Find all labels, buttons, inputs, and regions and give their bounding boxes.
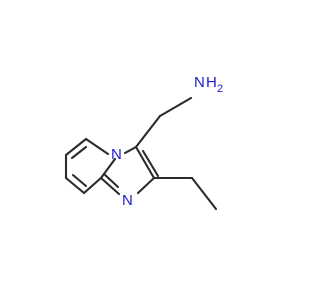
bond-c7-c8 — [64, 176, 86, 195]
bond-c8-c8a — [82, 176, 103, 195]
bond-n1-c8a-double — [102, 172, 120, 189]
bond-c3-c2 — [134, 145, 156, 180]
bond-n1-c8a — [99, 176, 121, 196]
bond-n4-c3 — [123, 145, 138, 155]
bond-c3-c2-double — [141, 149, 160, 178]
bridgehead-n-label: N — [111, 146, 122, 163]
molecule-diagram: N H 2 N N — [64, 74, 223, 211]
bond-c5-c6-double — [70, 145, 88, 160]
bond-ethyl-ch2-ch3 — [190, 176, 218, 211]
bond-n4-c5 — [84, 137, 110, 156]
bond-c2-n1 — [136, 176, 156, 195]
imidazole-n-label: N — [122, 192, 133, 209]
amine-h-count-label: 2 — [217, 83, 223, 95]
structure-canvas: N H 2 N N — [64, 74, 223, 211]
bond-ch2-nh2 — [158, 96, 193, 118]
bond-c5-c6 — [64, 137, 88, 157]
bond-c3-ch2 — [134, 114, 162, 149]
bond-c7-c8-double — [71, 173, 88, 188]
amine-n-label: N — [194, 74, 205, 91]
amine-h-label: H — [206, 74, 217, 91]
bond-c8a-n4 — [99, 157, 117, 180]
